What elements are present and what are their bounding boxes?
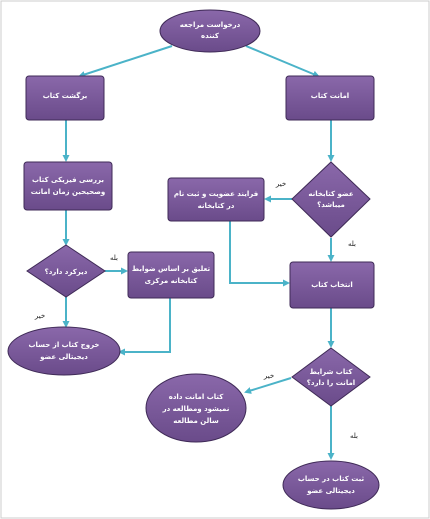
node-physical-check: بررسی فیزیکی کتاب وصحیحین زمان امانت: [23, 161, 113, 211]
edge-label-cond-no: خیر: [263, 372, 274, 380]
node-membership-line-2: در کتابخانه: [198, 202, 235, 210]
edge-label-cond-yes: بله: [350, 432, 358, 440]
node-membership-process: فرایند عضویت و ثبت نام در کتابخانه: [167, 177, 265, 222]
node-not-loanable-line-3: سالن مطالعه: [173, 417, 219, 425]
node-not-loanable: کتاب امانت داده نمیشود ومطالعه در سالن م…: [145, 373, 247, 443]
edge-start-to-loan: [245, 45, 320, 78]
edge-label-member-no: خیر: [275, 180, 286, 188]
node-loan-conditions-line-1: کتاب شرایط: [310, 368, 354, 376]
node-has-delay: دیرکرد دارد؟: [26, 244, 106, 298]
node-register-book-line-1: ثبت کتاب در حساب: [298, 475, 365, 483]
node-return-book-label: برگشت کتاب: [43, 91, 88, 100]
node-select-book: انتخاب کتاب: [289, 261, 375, 309]
node-apply-rules-line-1: تعلیق بر اساس ضوابط: [132, 265, 211, 273]
node-start: درخواست مراجعه کننده: [159, 9, 261, 53]
edge-label-delay-yes: بله: [110, 254, 118, 262]
node-return-book: برگشت کتاب: [25, 75, 105, 121]
node-is-member-line-2: میباشد؟: [317, 201, 345, 209]
node-physical-check-line-1: بررسی فیزیکی کتاب: [32, 176, 104, 184]
node-register-book-line-2: دیجیتالی عضو: [306, 487, 355, 495]
node-exit-member: خروج کتاب از حساب دیجیتالی عضو: [7, 326, 121, 376]
edge-membership-to-select: [229, 221, 290, 287]
node-apply-rules-line-2: کتابخانه مرکزی: [145, 277, 199, 285]
node-loan-book: امانت کتاب: [285, 75, 375, 121]
node-is-member: عضو کتابخانه میباشد؟: [291, 161, 371, 238]
edge-start-to-return: [78, 45, 173, 78]
node-loan-book-label: امانت کتاب: [311, 92, 349, 100]
edge-rules-to-exit: [118, 298, 171, 356]
edges: [62, 45, 335, 460]
node-has-delay-label: دیرکرد دارد؟: [45, 268, 88, 276]
node-register-book: ثبت کتاب در حساب دیجیتالی عضو: [282, 460, 380, 510]
node-start-line-1: درخواست مراجعه: [180, 21, 241, 29]
node-not-loanable-line-2: نمیشود ومطالعه در: [162, 405, 230, 413]
edge-cond-no: [244, 377, 292, 394]
node-physical-check-line-2: وصحیحین زمان امانت: [31, 188, 105, 196]
edge-label-member-yes: بله: [348, 240, 356, 248]
node-select-book-label: انتخاب کتاب: [311, 281, 353, 289]
node-membership-line-1: فرایند عضویت و ثبت نام: [174, 190, 259, 198]
node-not-loanable-line-1: کتاب امانت داده: [169, 393, 225, 401]
node-loan-conditions: کتاب شرایط امانت را دارد؟: [291, 347, 371, 407]
node-start-line-2: کننده: [201, 32, 220, 40]
node-is-member-line-1: عضو کتابخانه: [308, 190, 353, 198]
node-exit-member-line-1: خروج کتاب از حساب: [29, 341, 100, 349]
node-apply-rules: تعلیق بر اساس ضوابط کتابخانه مرکزی: [127, 251, 215, 299]
node-exit-member-line-2: دیجیتالی عضو: [39, 353, 88, 361]
node-loan-conditions-line-2: امانت را دارد؟: [307, 379, 355, 387]
edge-label-delay-no: خیر: [34, 312, 45, 320]
